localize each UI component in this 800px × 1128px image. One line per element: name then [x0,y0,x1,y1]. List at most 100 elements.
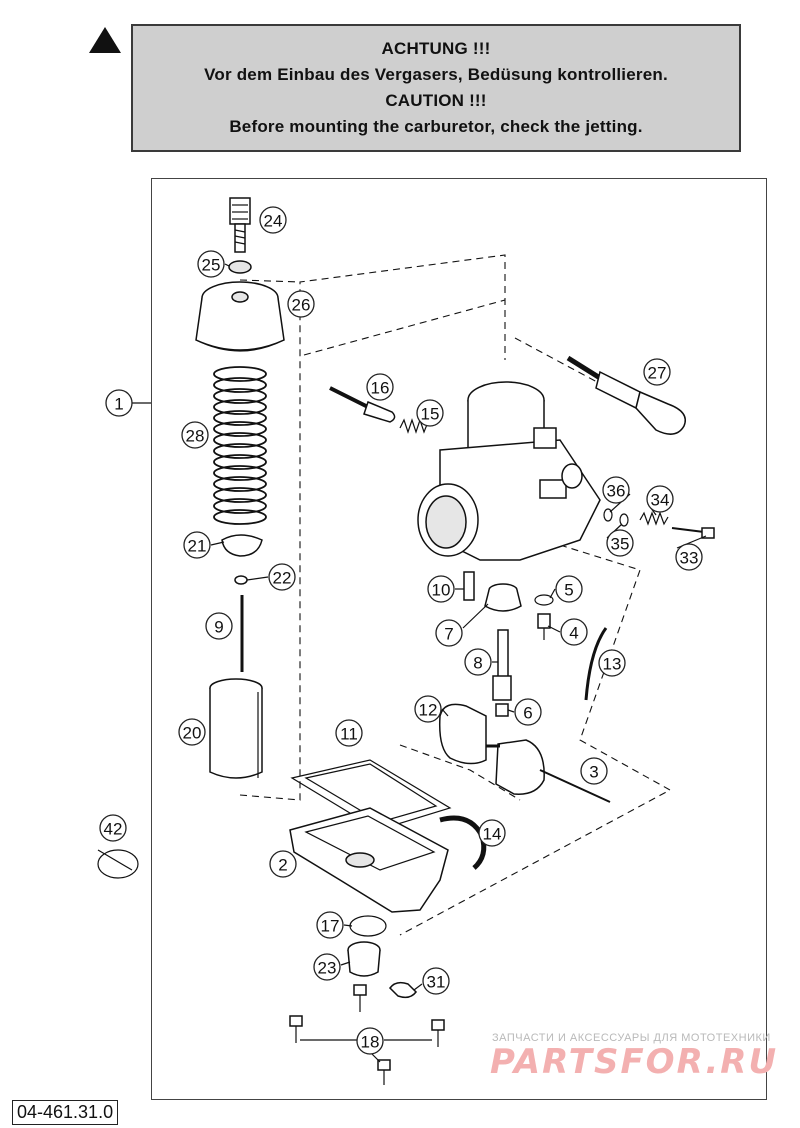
callout-22: 22 [268,563,296,591]
callout-2: 2 [269,850,297,878]
callout-27: 27 [643,358,671,386]
callout-number: 20 [183,724,202,743]
callout-number: 42 [104,820,123,839]
part-13-hose [584,627,608,701]
callout-number: 34 [651,491,670,510]
callout-number: 5 [564,581,573,600]
part-15-spring [399,418,429,434]
callout-24: 24 [259,206,287,234]
part-21-seat [221,534,263,557]
leader-line [507,709,515,713]
leader-line [413,983,423,991]
watermark-subtitle: ЗАПЧАСТИ И АКСЕССУАРЫ ДЛЯ МОТОТЕХНИКИ [492,1032,771,1044]
part-26-cap [195,281,285,352]
part-36-oring [603,508,613,522]
diagram-code: 04-461.31.0 [12,1100,119,1125]
callout-number: 17 [321,917,340,936]
part-11-gasket [290,759,452,831]
callout-34: 34 [646,485,674,513]
part-28-spring [213,366,267,525]
part-4-float-needle [537,613,551,640]
callout-15: 15 [416,399,444,427]
callout-number: 36 [607,482,626,501]
callout-18: 18 [356,1027,384,1055]
callout-36: 36 [602,476,630,504]
callout-21: 21 [183,531,211,559]
callout-6: 6 [514,698,542,726]
callout-number: 9 [214,618,223,637]
part-35-washer [619,513,629,527]
leader-line [549,588,556,599]
callout-number: 27 [648,364,667,383]
part-31-bracket [389,981,417,999]
leader-line [441,708,449,717]
part-12-float [438,703,545,795]
callout-33: 33 [675,543,703,571]
leader-line [246,576,269,581]
callout-31: 31 [422,967,450,995]
caution-notice: ACHTUNG !!! Vor dem Einbau des Vergasers… [131,24,741,152]
part-10-jet [463,571,475,601]
callout-number: 28 [186,427,205,446]
callout-number: 18 [361,1033,380,1052]
part-24-screw [229,197,251,253]
callout-number: 7 [444,625,453,644]
part-5-oring [534,594,554,606]
part-25-nut [228,260,252,274]
callout-number: 23 [318,959,337,978]
callout-number: 25 [202,256,221,275]
callout-number: 6 [523,704,532,723]
part-22-clip [234,575,248,585]
callout-number: 8 [473,654,482,673]
watermark-brand: PARTSFOR.RU [490,1042,779,1082]
callout-5: 5 [555,575,583,603]
callout-17: 17 [316,911,344,939]
callout-14: 14 [478,819,506,847]
part-27-choke [566,355,686,435]
callout-11: 11 [335,719,363,747]
callout-7: 7 [435,619,463,647]
part-34-spring [639,511,669,526]
callout-20: 20 [178,718,206,746]
callout-number: 14 [483,825,502,844]
leader-line [210,541,225,546]
leader-line [343,924,353,927]
callout-8: 8 [464,648,492,676]
callout-9: 9 [205,612,233,640]
callout-number: 11 [340,725,358,744]
part-7-holder [484,583,522,612]
callout-13: 13 [598,649,626,677]
callout-number: 4 [569,624,578,643]
callout-number: 21 [188,537,207,556]
part-6-main-jet [495,703,509,717]
part-17-oring [349,915,387,937]
warning-line-en-title: CAUTION !!! [385,91,487,110]
callout-25: 25 [197,250,225,278]
leader-line [224,263,230,267]
callout-4: 4 [560,618,588,646]
callout-number: 10 [432,581,451,600]
callout-12: 12 [414,695,442,723]
callout-10: 10 [427,575,455,603]
callout-26: 26 [287,290,315,318]
callout-1: 1 [105,389,133,417]
part-16-screw [329,386,396,423]
callout-number: 22 [273,569,292,588]
part-23-plug [347,941,381,977]
callout-16: 16 [366,373,394,401]
leader-line [340,961,351,966]
callout-42: 42 [99,814,127,842]
callout-23: 23 [313,953,341,981]
part-3-pin [539,769,611,803]
callout-number: 1 [114,395,123,414]
callout-number: 12 [419,701,438,720]
callout-number: 35 [611,535,630,554]
warning-line-de-title: ACHTUNG !!! [381,39,491,58]
part-14-hose [439,815,487,870]
warning-line-en-text: Before mounting the carburetor, check th… [229,117,643,136]
part-20-slide [209,678,263,779]
part-8-needle-jet [492,629,512,701]
callout-number: 33 [680,549,699,568]
callout-3: 3 [580,757,608,785]
